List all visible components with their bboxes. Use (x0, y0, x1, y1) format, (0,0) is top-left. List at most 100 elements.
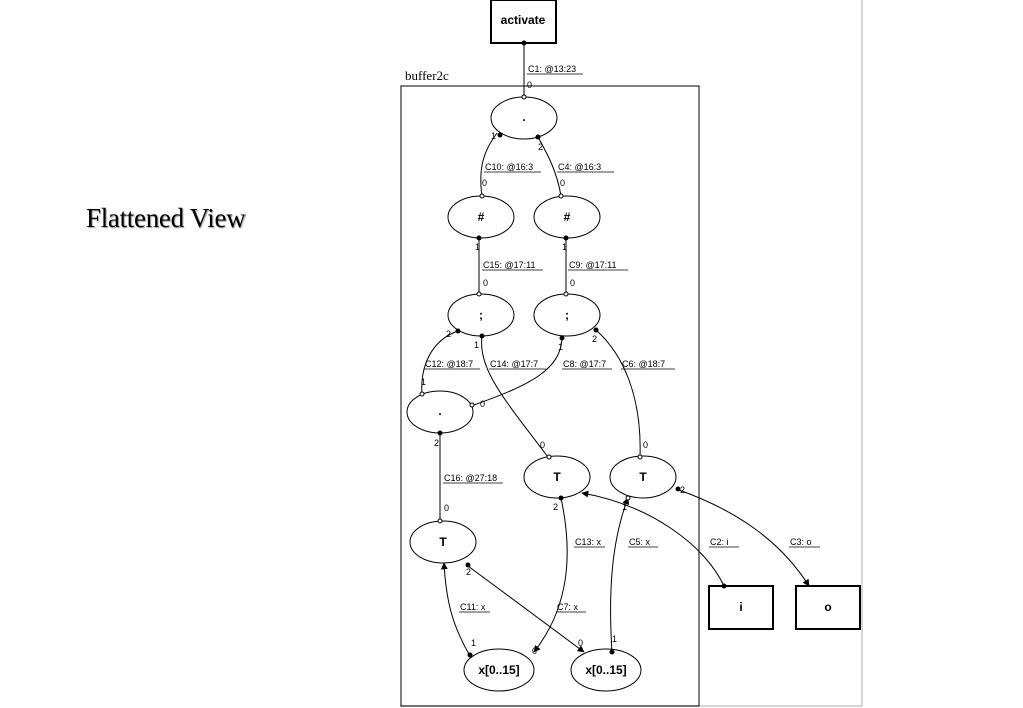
edge-label-c16: C16: @27:18 (444, 473, 497, 483)
port-num: 1 (612, 634, 617, 644)
port-num: 0 (483, 278, 488, 288)
port-num: 2 (538, 142, 543, 152)
port-num: 1 (622, 502, 627, 512)
port-dot (497, 132, 503, 138)
port-dot (637, 454, 643, 460)
port-dot (721, 583, 727, 589)
edge-label-c15: C15: @17:11 (483, 260, 536, 270)
edge-label-c5: C5: x (629, 537, 651, 547)
edge-label-c2: C2: i (710, 537, 729, 547)
edge-c10 (480, 132, 498, 197)
node-output-o (795, 585, 861, 630)
port-num: 0 (482, 178, 487, 188)
port-dot (476, 291, 482, 297)
node-input-i (708, 585, 774, 630)
port-dot (437, 518, 443, 524)
port-num: 2 (466, 567, 471, 577)
edge-c5 (610, 497, 630, 653)
port-num: 0 (527, 80, 532, 90)
edge-label-c4: C4: @16:3 (558, 162, 601, 172)
group-box-buffer2c (400, 85, 700, 707)
port-dot (625, 495, 631, 501)
port-num: 2 (553, 502, 558, 512)
port-num: 0 (643, 440, 648, 450)
edge-label-c10: C10: @16:3 (485, 162, 533, 172)
port-dot (558, 193, 564, 199)
port-dot (563, 291, 569, 297)
port-num: 0 (560, 178, 565, 188)
port-num: 2 (434, 438, 439, 448)
edge-label-c12: C12: @18:7 (425, 359, 473, 369)
port-dot (419, 391, 425, 397)
node-activate (490, 0, 557, 44)
port-num: 0 (480, 399, 485, 409)
edge-label-c6: C6: @18:7 (622, 359, 665, 369)
edge-label-c14: C14: @17:7 (490, 359, 538, 369)
port-num: 1 (421, 377, 426, 387)
node-label-input-i: i (739, 600, 742, 614)
edge-c6 (595, 329, 641, 458)
port-dot (521, 94, 527, 100)
port-num: 1 (558, 342, 563, 352)
port-num: 0 (540, 440, 545, 450)
node-x-right (570, 648, 642, 692)
node-label-dot-mid: . (438, 404, 441, 418)
edge-c3 (678, 489, 810, 587)
node-t-right (609, 455, 677, 499)
port-dot (675, 486, 681, 492)
edge-label-c11: C11: x (460, 602, 486, 612)
node-t-bottom (409, 520, 477, 564)
node-label-x-left: x[0..15] (478, 663, 519, 677)
edge-label-c13: C13: x (575, 537, 602, 547)
edge-label-c8: C8: @17:7 (563, 359, 606, 369)
port-dot (479, 333, 485, 339)
edge-c12 (421, 330, 459, 395)
port-num: 0 (570, 278, 575, 288)
port-num: 2 (680, 485, 685, 495)
node-label-hash-right: # (564, 210, 571, 224)
port-num: 1 (471, 638, 476, 648)
port-dot (563, 235, 569, 241)
edge-c2 (581, 490, 725, 587)
node-label-dot-top: . (522, 110, 525, 124)
port-dot (437, 430, 443, 436)
port-dot (593, 327, 599, 333)
port-dot (476, 235, 482, 241)
port-dot (546, 454, 552, 460)
edge-c14 (481, 335, 549, 458)
port-dot (535, 134, 541, 140)
edge-c7 (467, 565, 585, 653)
node-label-output-o: o (824, 600, 831, 614)
node-label-activate: activate (501, 13, 546, 27)
port-dot (609, 649, 615, 655)
edge-c4 (537, 136, 562, 197)
edge-c11 (440, 562, 471, 657)
node-label-semi-right: ; (565, 308, 569, 322)
node-label-t-bottom: T (439, 535, 447, 549)
edge-label-c3: C3: o (790, 537, 812, 547)
node-label-semi-left: ; (479, 308, 483, 322)
port-num: 1 (562, 242, 567, 252)
port-dot (465, 562, 471, 568)
port-dot (469, 402, 475, 408)
port-dot (558, 495, 564, 501)
port-num: 1 (491, 131, 496, 141)
node-label-x-right: x[0..15] (585, 663, 626, 677)
port-dot (521, 40, 527, 46)
port-num: 0 (444, 503, 449, 513)
node-label-t-center: T (553, 470, 561, 484)
node-t-center (523, 455, 591, 499)
port-dot (467, 652, 473, 658)
node-label-t-right: T (639, 470, 647, 484)
port-num: 1 (475, 242, 480, 252)
port-num: 2 (446, 329, 451, 339)
edge-label-c7: C7: x (557, 602, 579, 612)
edge-label-c1: C1: @13:23 (528, 64, 576, 74)
port-num: 0 (578, 638, 583, 648)
edge-c13 (533, 497, 568, 653)
node-x-left (463, 648, 535, 692)
node-label-hash-left: # (478, 210, 485, 224)
port-num: 1 (474, 340, 479, 350)
group-label: buffer2c (405, 68, 449, 83)
